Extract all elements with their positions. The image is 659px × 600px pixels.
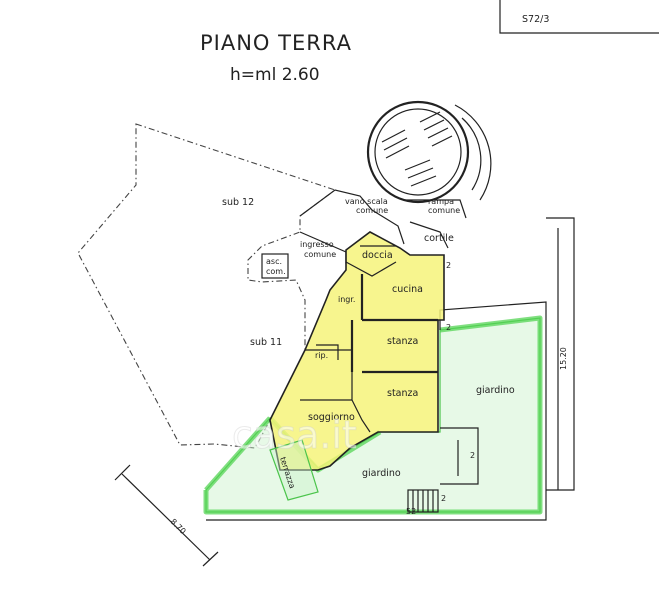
label-room-2: stanza [387, 388, 418, 399]
annex-number: 2 [470, 451, 475, 460]
stair-tower [366, 100, 470, 204]
terrace [269, 439, 319, 501]
dimension-diagonal: 8.70 [169, 517, 188, 536]
steps-number: 2 [441, 494, 446, 503]
dimension-line-diagonal [121, 473, 211, 561]
label-ramp-2: comune [428, 206, 460, 215]
sheet-code: S72/3 [522, 14, 549, 25]
stair-hall-wall [299, 189, 405, 245]
external-steps [407, 489, 439, 513]
label-entrance-1: ingresso [300, 240, 334, 249]
label-living-room: soggiorno [308, 412, 355, 423]
courtyard-wall [409, 221, 449, 249]
label-garden-2: giardino [362, 468, 401, 479]
ramp-arc-outer [454, 104, 492, 201]
label-ramp-1: rampa [428, 197, 454, 206]
apartment-area [269, 231, 445, 471]
annex-structure [440, 427, 479, 485]
dimension-tick-2 [202, 551, 219, 567]
label-room-1: stanza [387, 336, 418, 347]
steps-mark: 52 [406, 507, 416, 516]
stair-treads [381, 111, 453, 187]
right-boundary [546, 217, 575, 491]
room-number-1: 2 [446, 323, 451, 332]
label-storage: rip. [315, 351, 328, 360]
label-elevator-1: asc. [266, 257, 282, 266]
label-sub12: sub 12 [222, 197, 254, 208]
label-courtyard: cortile [424, 233, 454, 244]
label-stairwell-2: comune [356, 206, 388, 215]
stair-tower-inner [374, 108, 462, 196]
elevator-shaft [261, 253, 289, 279]
label-elevator-2: com. [266, 267, 286, 276]
label-stairwell-1: vano scala [345, 197, 388, 206]
height-note: h=ml 2.60 [230, 65, 320, 85]
label-garden-1: giardino [476, 385, 515, 396]
lot-boundary [77, 123, 337, 449]
dimension-vertical: 15.20 [559, 347, 568, 370]
sheet-code-frame [499, 0, 659, 34]
dimension-tick-1 [114, 464, 131, 481]
room-number-2: 2 [446, 261, 451, 270]
label-sub11: sub 11 [250, 337, 282, 348]
ramp-arc-inner [461, 117, 482, 191]
plan-title: PIANO TERRA [200, 31, 352, 55]
watermark: casa.it [232, 413, 357, 457]
interior-walls [300, 245, 438, 433]
label-shower: doccia [362, 250, 393, 261]
label-kitchen: cucina [392, 284, 423, 295]
label-entrance-2: comune [304, 250, 336, 259]
ramp-wall [404, 199, 467, 219]
label-entry: ingr. [338, 295, 355, 304]
